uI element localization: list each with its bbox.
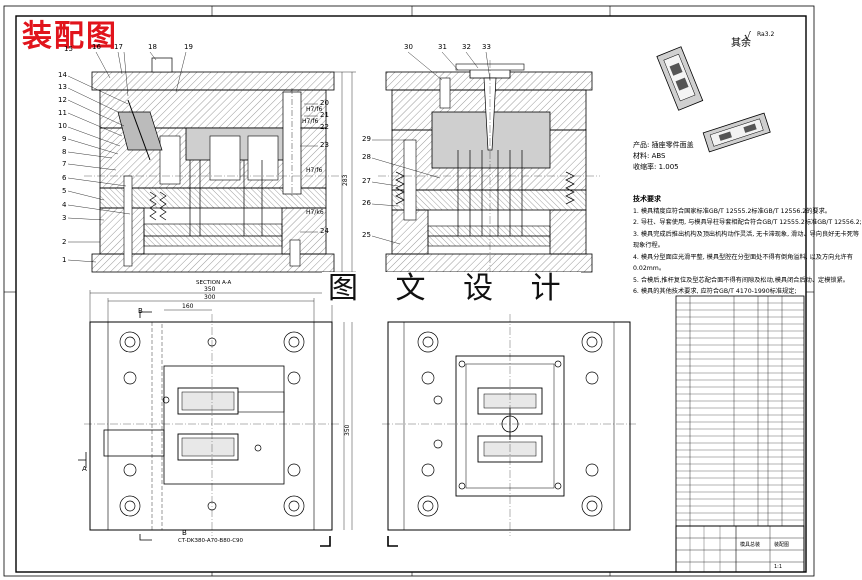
callout-number: 3 bbox=[62, 214, 67, 222]
callout-number: 26 bbox=[362, 199, 371, 207]
dimension-inner-width: 300 bbox=[204, 294, 216, 301]
fit-label: H7/f6 bbox=[306, 106, 323, 113]
callout-number: 10 bbox=[58, 122, 67, 130]
dimension-plate-height: 350 bbox=[344, 424, 351, 436]
tech-item: 5. 合模后,推杆复位及型芯配合面不得有间隙及松动,模具闭合后动、定模锁紧。 bbox=[633, 276, 849, 284]
callout-number: 7 bbox=[62, 160, 67, 168]
roughness-label: 其余 bbox=[731, 38, 751, 49]
tech-item: 现象行程。 bbox=[633, 242, 664, 249]
roughness-symbol-icon: √ bbox=[744, 30, 752, 43]
drawing-title-stamp: 装配图 bbox=[22, 19, 118, 54]
technical-requirements: 技术要求 1. 模具精度应符合国家标准GB/T 12555.2标准GB/T 12… bbox=[633, 194, 862, 298]
callout-number: 31 bbox=[438, 43, 447, 51]
callout-number: 24 bbox=[320, 227, 329, 235]
mold-base-spec: CT-DK380-A70-B80-C90 bbox=[178, 538, 244, 544]
callout-number: 16 bbox=[92, 43, 101, 51]
callout-number: 5 bbox=[62, 187, 67, 195]
main-section-view bbox=[67, 51, 356, 273]
callout-number: 28 bbox=[362, 153, 371, 161]
callout-number: 12 bbox=[58, 96, 67, 104]
callout-number: 8 bbox=[62, 148, 67, 156]
parts-list-table bbox=[675, 295, 805, 527]
callout-number: 22 bbox=[320, 123, 329, 131]
moving-half-plan-view bbox=[78, 290, 353, 541]
tech-item: 6. 模具的其他技术要求, 应符合GB/T 4170-1990标准规定; bbox=[633, 288, 797, 295]
callout-number: 19 bbox=[184, 43, 193, 51]
callout-number: 15 bbox=[64, 45, 73, 53]
callout-number: 14 bbox=[58, 71, 67, 79]
title-block-scale: 1:1 bbox=[774, 564, 783, 570]
callout-number: 6 bbox=[62, 174, 67, 182]
product-material: 材料: ABS bbox=[633, 152, 666, 160]
callout-number: 4 bbox=[62, 201, 67, 209]
dimension-half-width: 160 bbox=[182, 303, 194, 310]
callout-number: 29 bbox=[362, 135, 371, 143]
tech-item: 1. 模具精度应符合国家标准GB/T 12555.2标准GB/T 12556.2… bbox=[633, 207, 831, 215]
section-label: SECTION A-A bbox=[196, 280, 232, 286]
view-label-a: A bbox=[82, 465, 87, 473]
callout-number: 1 bbox=[62, 256, 67, 264]
callout-number: 20 bbox=[320, 99, 329, 107]
callout-number: 2 bbox=[62, 238, 67, 246]
fixed-half-plan-view bbox=[320, 314, 636, 547]
dimension-height: 283 bbox=[342, 174, 349, 186]
callout-number: 27 bbox=[362, 177, 371, 185]
assembly-drawing bbox=[3, 5, 815, 577]
tech-item: 2. 导柱、导套使用, 与模具导柱导套相配合符合GB/T 12555.2标准GB… bbox=[633, 219, 862, 226]
product-shrinkage: 收缩率: 1.005 bbox=[633, 163, 679, 171]
callout-number: 21 bbox=[320, 111, 329, 119]
tech-item: 4. 模具分型面应光滑平整, 模具型腔在分型面处不得有倒角溢料, 以及方向允许有 bbox=[633, 253, 853, 261]
title-block bbox=[675, 525, 805, 573]
fit-label: H7/k6 bbox=[306, 209, 324, 216]
roughness-value: Ra3.2 bbox=[757, 31, 775, 38]
dimension-overall-width: 350 bbox=[204, 286, 216, 293]
view-label-b: B bbox=[182, 529, 187, 537]
product-isometric-views bbox=[656, 46, 771, 153]
callout-number: 33 bbox=[482, 43, 491, 51]
product-name: 产品: 插座零件面盖 bbox=[633, 141, 694, 149]
callout-number: 11 bbox=[58, 109, 67, 117]
callout-number: 25 bbox=[362, 231, 371, 239]
tech-requirements-title: 技术要求 bbox=[633, 195, 661, 203]
callout-number: 30 bbox=[404, 43, 413, 51]
callout-number: 17 bbox=[114, 43, 123, 51]
callout-number: 18 bbox=[148, 43, 157, 51]
callout-number: 13 bbox=[58, 83, 67, 91]
drawing-frame bbox=[3, 5, 815, 577]
view-label-b: B bbox=[138, 307, 143, 315]
title-block-assembly: 模具总装 bbox=[740, 542, 761, 548]
title-block-drawing-name: 装配图 bbox=[774, 542, 790, 548]
callout-number: 32 bbox=[462, 43, 471, 51]
fit-label: H7/f6 bbox=[306, 167, 323, 174]
watermark-text: 图 文 设 计 bbox=[322, 272, 581, 305]
side-section-view bbox=[371, 51, 600, 280]
callout-number: 23 bbox=[320, 141, 329, 149]
callout-number: 9 bbox=[62, 135, 67, 143]
tech-item: 3. 模具完成后推出机构及顶出机构动作灵活, 无卡滞现象, 滑动、导向良好无卡死… bbox=[633, 230, 860, 238]
tech-item: 0.02mm。 bbox=[633, 265, 666, 272]
product-info: 产品: 插座零件面盖 材料: ABS 收缩率: 1.005 bbox=[633, 140, 694, 173]
fit-label: H7/f6 bbox=[302, 118, 319, 125]
